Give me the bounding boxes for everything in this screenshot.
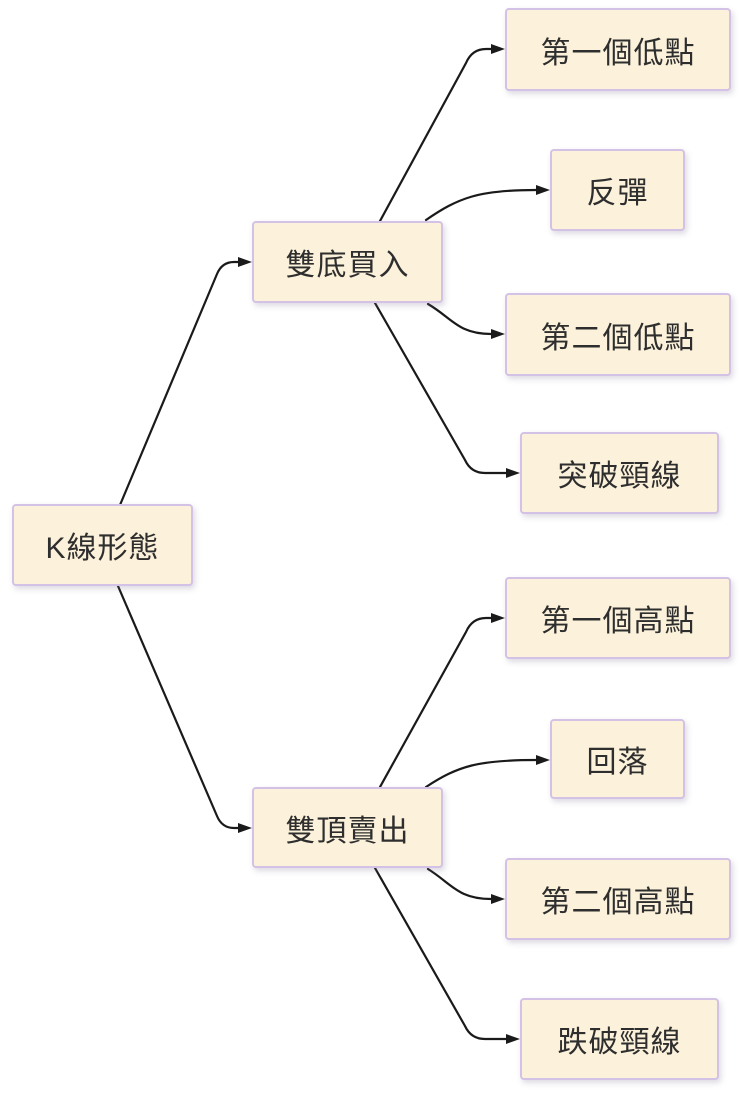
node-k-line-pattern: K線形態 bbox=[12, 504, 193, 586]
edge-to-rebound bbox=[424, 185, 550, 222]
node-first-low-point: 第一個低點 bbox=[505, 8, 731, 91]
edge-root-to-double-top-sell bbox=[116, 584, 252, 833]
node-rebound: 反彈 bbox=[550, 149, 685, 231]
node-break-neckline: 突破頸線 bbox=[520, 432, 719, 514]
edge-to-break-neckline bbox=[373, 301, 520, 478]
edge-to-first-high bbox=[378, 613, 505, 789]
node-pullback: 回落 bbox=[550, 719, 685, 799]
node-double-top-sell: 雙頂賣出 bbox=[252, 787, 443, 868]
edge-to-fall-below-neckline bbox=[373, 866, 520, 1044]
edge-to-second-low bbox=[426, 302, 505, 339]
edge-to-first-low bbox=[378, 44, 505, 223]
node-second-high-point: 第二個高點 bbox=[505, 858, 731, 940]
node-first-high-point: 第一個高點 bbox=[505, 577, 731, 659]
edge-to-second-high bbox=[426, 867, 505, 904]
node-double-bottom-buy: 雙底買入 bbox=[252, 221, 443, 303]
edge-root-to-double-bottom-buy bbox=[118, 257, 252, 507]
edge-to-pullback bbox=[424, 755, 550, 789]
node-second-low-point: 第二個低點 bbox=[505, 293, 731, 376]
node-fall-below-neckline: 跌破頸線 bbox=[520, 998, 719, 1080]
